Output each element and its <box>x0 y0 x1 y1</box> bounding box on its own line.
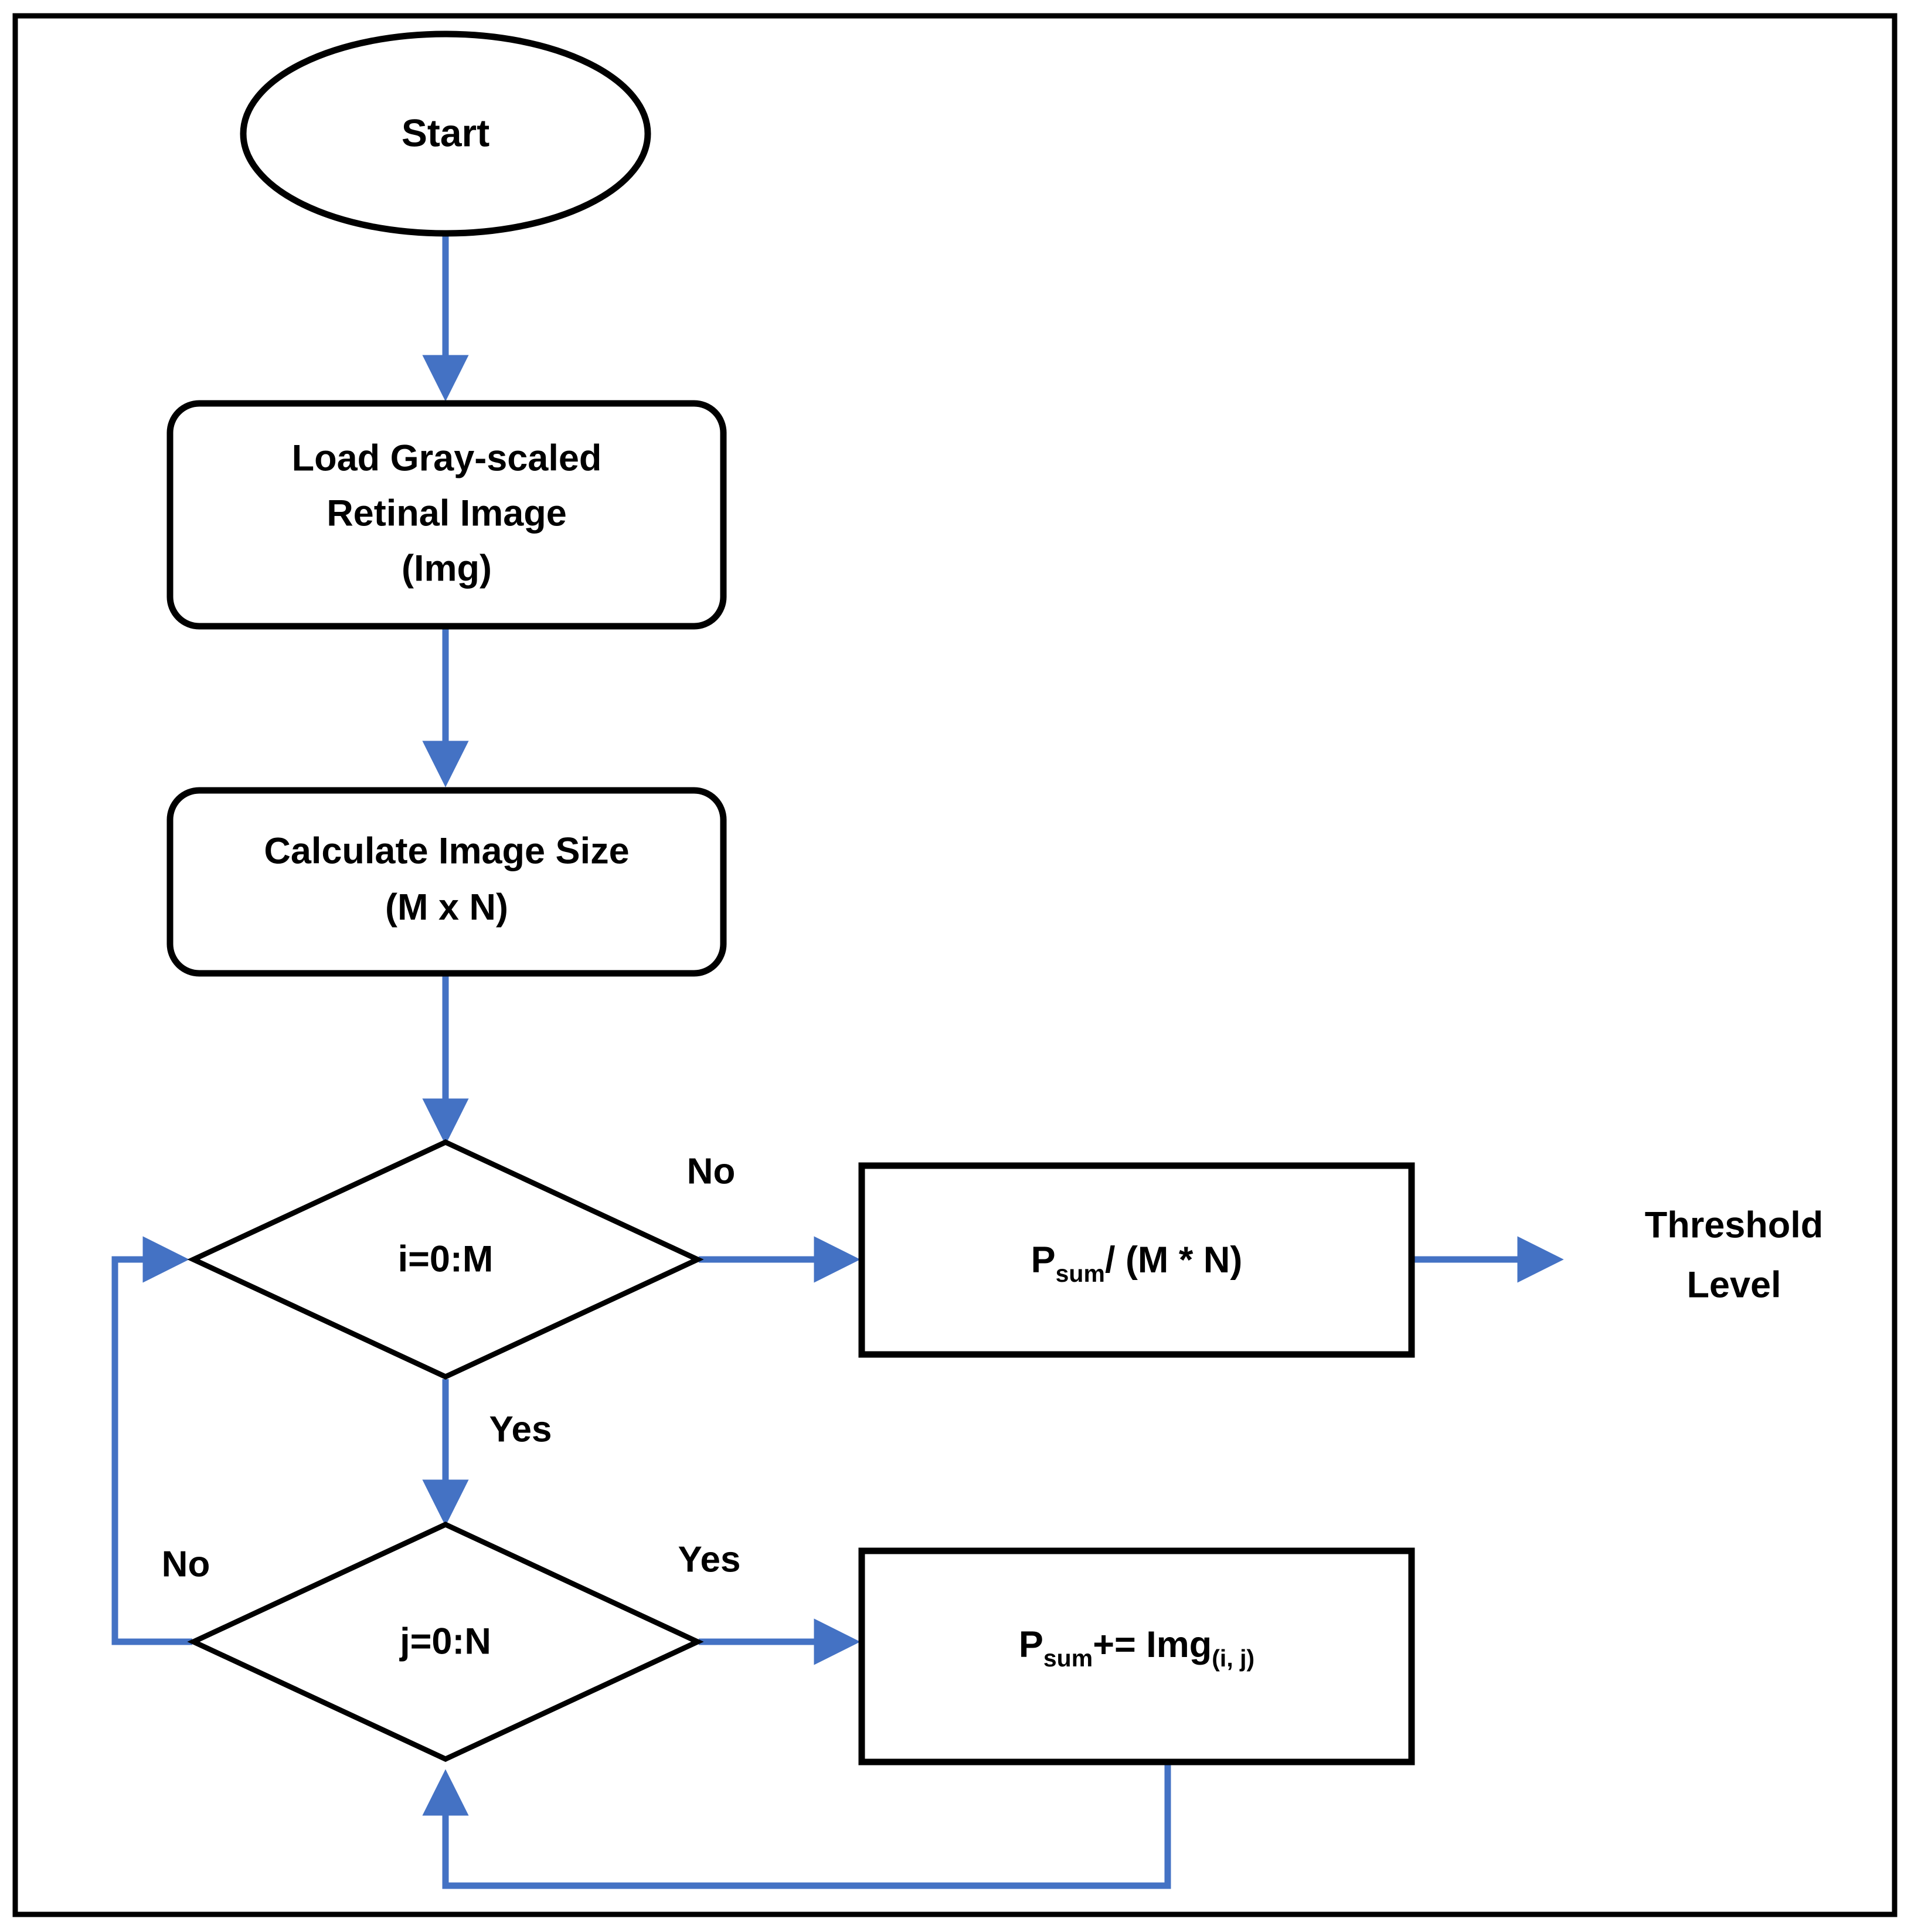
node-start[interactable]: Start <box>240 30 651 237</box>
acc-operator: += Img <box>1093 1624 1212 1665</box>
load-image-line2: Retinal Image <box>327 493 567 534</box>
mean-tail: / (M * N) <box>1105 1240 1242 1281</box>
calculate-size-line2: (M x N) <box>385 887 508 928</box>
node-calculate-size[interactable]: Calculate Image Size (M x N) <box>166 787 727 977</box>
node-mean-process[interactable]: Psum/ (M * N) <box>858 1162 1415 1358</box>
node-decision-loop-j[interactable]: j=0:N <box>187 1522 704 1762</box>
acc-base: P <box>1019 1624 1043 1665</box>
edge-accumulate-to-loopj <box>422 1765 1171 1889</box>
accumulate-process-formula: Psum+= Img(i, j) <box>1019 1624 1254 1672</box>
start-ellipse <box>240 30 651 237</box>
load-image-box <box>166 400 727 630</box>
node-decision-loop-i[interactable]: i=0:M <box>187 1139 704 1380</box>
node-accumulate-process[interactable]: Psum+= Img(i, j) <box>858 1547 1415 1765</box>
calculate-size-box <box>166 787 727 977</box>
loop-j-label: j=0:N <box>399 1621 491 1662</box>
node-threshold-level: Threshold Level <box>1645 1205 1824 1306</box>
threshold-level-line1: Threshold <box>1645 1205 1824 1246</box>
loop-i-label: i=0:M <box>398 1239 494 1280</box>
edge-label-no-loop-i: No <box>687 1151 736 1191</box>
edge-loopj-no-to-loopi <box>111 1236 192 1645</box>
acc-subscript: sum <box>1043 1645 1093 1672</box>
outer-frame <box>12 13 1898 1917</box>
mean-process-formula: Psum/ (M * N) <box>1031 1240 1243 1287</box>
load-image-line1: Load Gray-scaled <box>292 438 602 479</box>
edge-label-yes-loop-j: Yes <box>678 1539 741 1580</box>
mean-process-box <box>858 1162 1415 1358</box>
mean-base: P <box>1031 1240 1056 1281</box>
mean-subscript: sum <box>1056 1260 1105 1287</box>
threshold-level-line2: Level <box>1686 1265 1781 1306</box>
calculate-size-line1: Calculate Image Size <box>264 831 629 872</box>
start-label: Start <box>402 111 489 154</box>
loop-j-diamond <box>187 1522 704 1762</box>
edge-label-yes-loop-i: Yes <box>489 1409 552 1449</box>
loop-i-diamond <box>187 1139 704 1380</box>
accumulate-process-box <box>858 1547 1415 1765</box>
node-load-image[interactable]: Load Gray-scaled Retinal Image (Img) <box>166 400 727 630</box>
acc-subscript-2: (i, j) <box>1212 1645 1254 1672</box>
load-image-line3: (Img) <box>402 548 492 589</box>
edge-label-no-loop-j: No <box>162 1544 210 1584</box>
